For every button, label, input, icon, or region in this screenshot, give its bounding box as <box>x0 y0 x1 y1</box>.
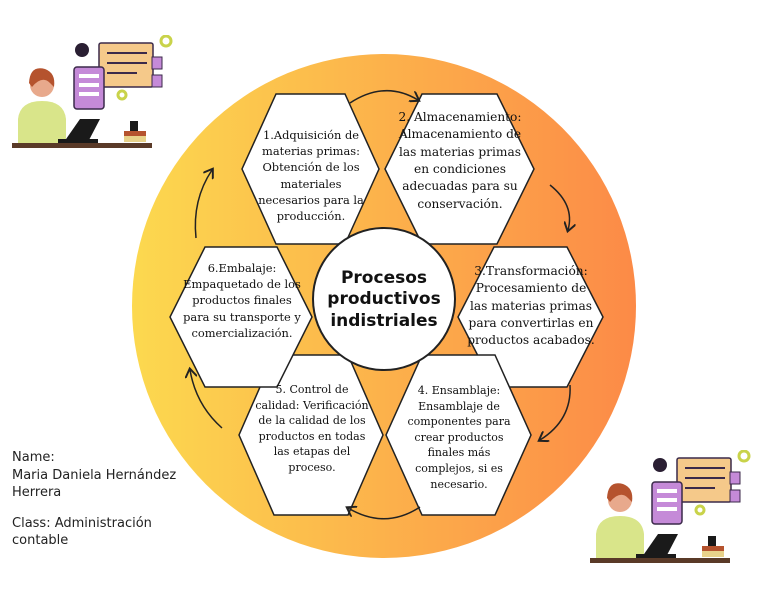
class-text: Class: Administración contable <box>12 516 152 548</box>
hexagon-step-3 <box>457 246 604 388</box>
gear-icon <box>737 450 751 463</box>
office-worker-illustration <box>12 35 173 148</box>
step-1-text: 1.Adquisición de materias primas: Obtenc… <box>258 128 364 223</box>
phone-icon <box>75 43 89 57</box>
phone-icon <box>653 458 667 472</box>
name-label: Name: <box>12 450 55 465</box>
gear-icon <box>694 504 706 516</box>
hexagon-step-6 <box>169 246 313 388</box>
arrow-4-to-5 <box>348 507 421 520</box>
step-5-text: 5. Control de calidad: Verificación de l… <box>255 383 369 475</box>
gear-icon <box>116 89 128 101</box>
center-circle <box>312 227 456 371</box>
step-6-text: 6.Embalaje: Empaquetado de los productos… <box>183 261 301 340</box>
gear-icon <box>159 35 173 48</box>
name-value: Maria Daniela Hernández Herrera <box>12 468 177 500</box>
arrow-2-to-3 <box>549 184 570 230</box>
step-2-text: 2. Almacenamiento: Almacenamiento de las… <box>398 110 522 211</box>
arrow-1-to-2 <box>349 89 418 104</box>
office-worker-illustration <box>590 450 751 563</box>
arrow-3-to-4 <box>540 384 571 440</box>
hexagon-step-4 <box>385 354 532 516</box>
hexagon-step-2 <box>384 93 535 245</box>
center-title: Procesos productivos indistriales <box>327 268 441 331</box>
step-3-text: 3.Transformación: Procesamiento de las m… <box>467 264 595 348</box>
step-4-text: 4. Ensamblaje: Ensamblaje de componentes… <box>407 384 511 491</box>
arrow-6-to-1 <box>194 170 212 239</box>
arrow-5-to-6 <box>190 370 223 429</box>
